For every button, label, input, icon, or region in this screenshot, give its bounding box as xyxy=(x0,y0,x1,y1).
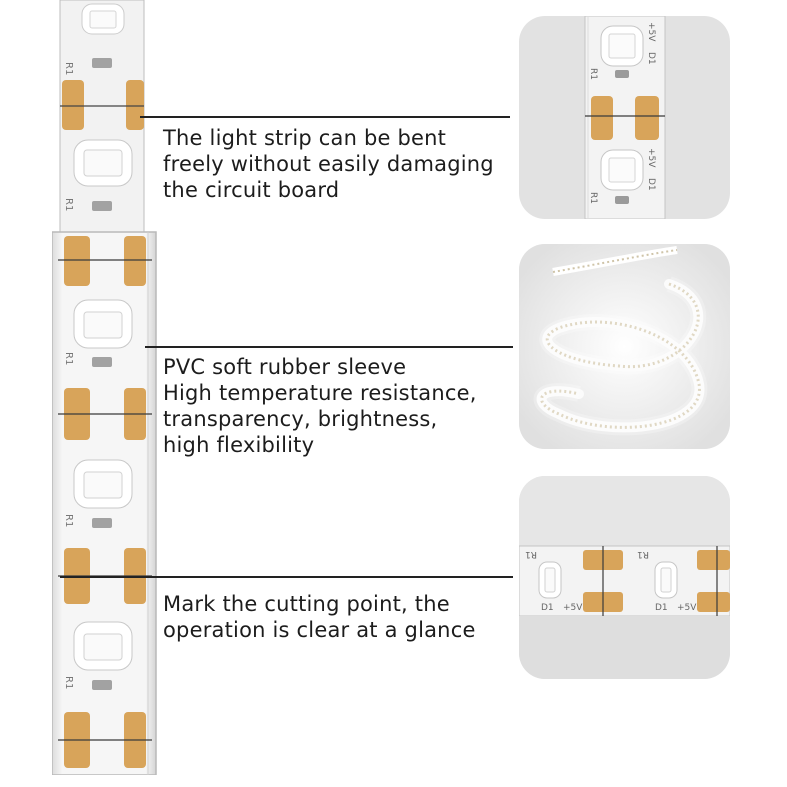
caption-line: Mark the cutting point, the xyxy=(163,592,450,616)
svg-text:+5V: +5V xyxy=(677,603,697,613)
svg-text:D1: D1 xyxy=(655,603,668,613)
caption-line: transparency, brightness, xyxy=(163,407,438,431)
caption-line: PVC soft rubber sleeve xyxy=(163,355,407,379)
coiled-strip-photo xyxy=(519,244,730,449)
caption-line: freely without easily damaging xyxy=(163,152,494,176)
caption-line: High temperature resistance, xyxy=(163,381,477,405)
feature-caption-cut: Mark the cutting point, the operation is… xyxy=(163,591,476,643)
svg-text:+5V: +5V xyxy=(646,148,656,168)
svg-text:+5V: +5V xyxy=(563,603,583,613)
svg-text:+5V: +5V xyxy=(646,22,656,42)
led-strip-graphic: R1 R1 R1 R1 R1 xyxy=(52,0,157,775)
svg-text:D1: D1 xyxy=(646,178,656,191)
svg-text:D1: D1 xyxy=(541,603,554,613)
svg-text:R1: R1 xyxy=(588,192,598,204)
svg-text:R1: R1 xyxy=(63,352,74,365)
svg-text:D1: D1 xyxy=(646,52,656,65)
svg-text:R1: R1 xyxy=(63,676,74,689)
svg-text:R1: R1 xyxy=(525,549,537,559)
feature-caption-sleeve: PVC soft rubber sleeve High temperature … xyxy=(163,354,477,458)
svg-text:R1: R1 xyxy=(637,549,649,559)
leader-line-1 xyxy=(140,116,510,118)
caption-line: The light strip can be bent xyxy=(163,126,447,150)
leader-line-2 xyxy=(145,346,513,348)
svg-text:R1: R1 xyxy=(63,198,74,211)
bent-strip-photo: +5V D1 R1 +5V D1 R1 xyxy=(519,16,730,219)
svg-text:R1: R1 xyxy=(588,68,598,80)
feature-caption-bend: The light strip can be bent freely witho… xyxy=(163,125,494,203)
caption-line: high flexibility xyxy=(163,433,315,457)
caption-line: the circuit board xyxy=(163,178,340,202)
led-strip-illustration: R1 R1 R1 R1 R1 xyxy=(52,0,162,775)
leader-line-3 xyxy=(60,576,513,578)
cut-mark-photo: R1 D1 +5V R1 D1 +5V xyxy=(519,476,730,679)
r1-label: R1 xyxy=(63,62,74,75)
caption-line: operation is clear at a glance xyxy=(163,618,476,642)
svg-text:R1: R1 xyxy=(63,514,74,527)
